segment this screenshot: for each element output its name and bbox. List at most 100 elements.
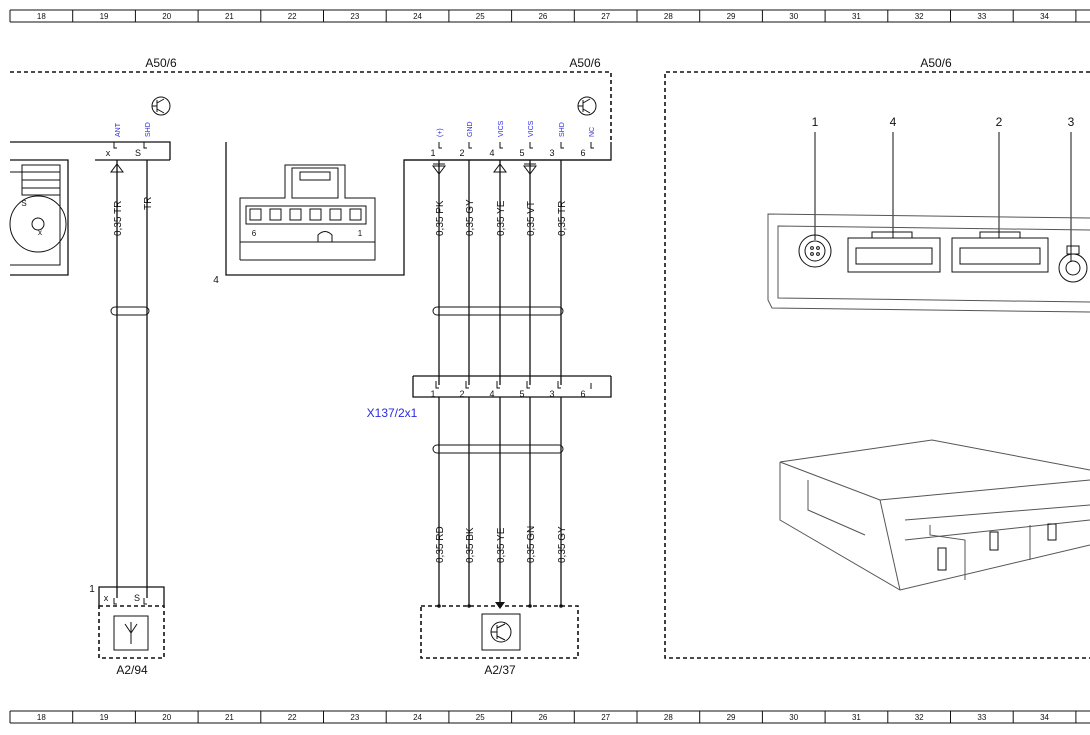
ruler-number: 28 [664,713,673,722]
twisted-pair-marker [110,306,150,316]
pin-terminal-icon [499,142,503,149]
pin-number: 1 [430,389,435,399]
ruler-number: 27 [601,713,610,722]
wire-label: 0,35 YE [496,200,507,236]
ruler-number: 21 [225,12,234,21]
wire-label: 0,35 BK [465,527,476,563]
pin-number: S [134,593,140,603]
pin-number: 1 [430,148,435,158]
ruler-number: 31 [852,12,861,21]
wire-label: 0,35 PK [435,200,446,236]
ruler-number: 23 [350,713,359,722]
ruler-number: 33 [977,12,986,21]
pin-terminal-icon [590,142,594,149]
connector-pin-right: 1 [358,229,363,238]
ruler-number: 21 [225,713,234,722]
callout: 3 [1068,115,1075,129]
pin-name: SHD [559,122,566,137]
wire-label: 0,35 GY [465,199,476,236]
wire-label: 0,35 TR [113,201,124,236]
signal-wires-top: 0,35 PK 0,35 GY 0,35 YE 0,35 VT 0,35 TR [432,160,568,385]
pin-name: GND [467,121,474,137]
pin-name: VICS [528,120,535,137]
ruler-number: 23 [350,12,359,21]
twisted-pair-marker [432,444,564,454]
module-front-view [767,213,1090,313]
connector-label: 4 [213,275,219,286]
callout: 4 [890,115,897,129]
pin-number: x [106,148,111,158]
frame-title-right: A50/6 [569,56,601,70]
module-3d-view [779,439,1090,591]
ruler-number: 29 [727,713,736,722]
pin-number: 6 [580,389,585,399]
transistor-symbol-icon [577,96,597,116]
pin-number: S [135,148,141,158]
pin-name: VICS [498,120,505,137]
ruler-number: 20 [162,12,171,21]
ruler-number: 26 [538,12,547,21]
pin-number: 2 [459,148,464,158]
pin-number: 4 [489,148,494,158]
ruler-number: 31 [852,713,861,722]
wire-label: 0,35 RD [435,526,446,563]
arrow-down-icon [432,163,446,175]
ruler-number: 22 [288,713,297,722]
ruler-number: 30 [789,12,798,21]
connector-x137: 1 2 4 5 3 6 X137/2x1 [367,375,612,420]
transistor-symbol-icon [151,96,171,116]
pin-number: 3 [549,148,554,158]
ruler-number: 22 [288,12,297,21]
connector-6pin-drawing: 6 1 [239,164,376,261]
pin-number: 2 [459,389,464,399]
wire-label: 0,35 YE [496,527,507,563]
pin-name-shd: SHD [145,122,152,137]
component-label-a2-94: A2/94 [116,663,148,677]
twisted-pair-marker [432,306,564,316]
ruler-number: 25 [476,12,485,21]
pin-number: 5 [519,148,524,158]
transistor-symbol-icon [490,621,512,643]
ruler-number: 24 [413,713,422,722]
antenna-connector-drawing: S x [9,159,69,276]
antenna-pin-x: x [38,228,42,237]
wire-label: 0,35 GY [557,526,568,563]
antenna-icon [124,622,138,644]
ruler-number: 19 [100,12,109,21]
wire-label: 0,35 VT [526,201,537,236]
wire-label: TR [143,197,154,210]
pin-number: 5 [519,389,524,399]
callout: 1 [812,115,819,129]
pin-terminal-icon [438,142,442,149]
connector-label: 1 [89,584,95,595]
ruler-number: 32 [915,12,924,21]
ruler-number: 20 [162,713,171,722]
right-frame: A50/6 1 4 2 3 [664,56,1090,659]
frame-title-left: A50/6 [145,56,177,70]
pin-number: 3 [549,389,554,399]
component-a2-37: A2/37 [420,605,579,677]
left-frame: A50/6 A50/6 ANT SHD x S (+) GND VICS VIC… [9,56,612,286]
ruler-number: 32 [915,713,924,722]
antenna-wires: 0,35 TR TR [110,160,154,598]
pin-name-ant: ANT [115,122,122,137]
wire-label: 0,35 TR [557,201,568,236]
pin-number: 4 [489,389,494,399]
ruler-number: 33 [977,713,986,722]
pin-terminal-icon [560,142,564,149]
signal-wires-bottom: 0,35 RD 0,35 BK 0,35 YE 0,35 GN 0,35 GY [432,397,568,609]
ruler-number: 28 [664,12,673,21]
ruler-number: 29 [727,12,736,21]
ruler-number: 26 [538,713,547,722]
pin-name: (+) [437,128,444,137]
component-label-a2-37: A2/37 [484,663,516,677]
pin-terminal-icon [113,142,117,149]
pin-number: x [104,593,109,603]
component-a2-94: 1 x S A2/94 [89,584,165,677]
pin-terminal-icon [529,142,533,149]
ruler-number: 18 [37,713,46,722]
ruler-number: 18 [37,12,46,21]
